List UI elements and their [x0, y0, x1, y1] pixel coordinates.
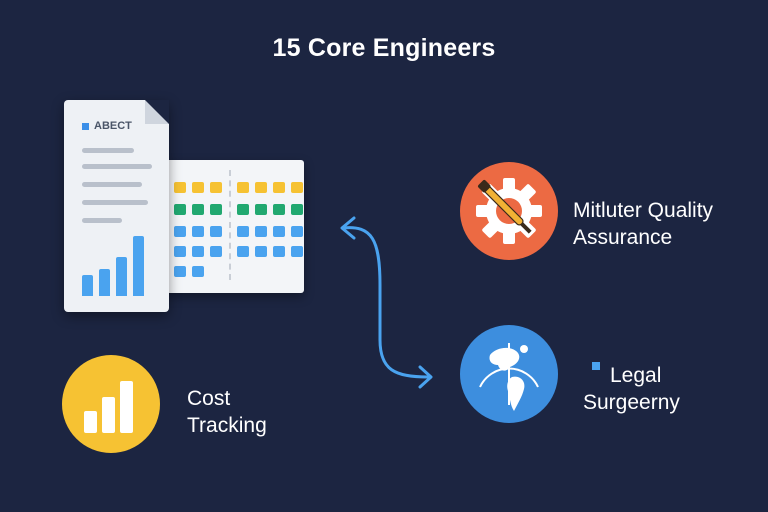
spreadsheet-cell — [174, 246, 186, 257]
spreadsheet-cell — [255, 246, 267, 257]
spreadsheet-cell — [210, 182, 222, 193]
spreadsheet-cell — [255, 226, 267, 237]
page-title: 15 Core Engineers — [272, 34, 496, 62]
spreadsheet-cell — [273, 226, 285, 237]
gear-wrench-icon — [476, 178, 542, 244]
document-label: ABECT — [82, 120, 132, 132]
legal-node — [460, 325, 558, 423]
spreadsheet-cell — [174, 266, 186, 277]
spreadsheet-cell — [210, 204, 222, 215]
spreadsheet-cell — [237, 246, 249, 257]
document-illustration: ABECT — [60, 100, 310, 320]
spreadsheet-cell — [192, 226, 204, 237]
spreadsheet-cell — [255, 182, 267, 193]
spreadsheet-cell — [210, 226, 222, 237]
quality-assurance-node — [460, 162, 558, 260]
spreadsheet-cell — [291, 204, 303, 215]
quality-assurance-label: Mitluter Quality Assurance — [573, 199, 714, 249]
spreadsheet-cell — [291, 246, 303, 257]
spreadsheet-cell — [192, 182, 204, 193]
cost-tracking-label: Cost Tracking — [187, 387, 267, 437]
spreadsheet-cell — [255, 204, 267, 215]
document-icon: ABECT — [64, 100, 169, 312]
legal-bullet — [592, 362, 600, 370]
document-chart-bar — [99, 269, 110, 296]
spreadsheet-cell — [192, 204, 204, 215]
document-chart-bar — [116, 257, 127, 296]
spreadsheet-cell — [291, 226, 303, 237]
spreadsheet-cell — [192, 266, 204, 277]
spreadsheet-cell — [174, 204, 186, 215]
cost-tracking-node — [62, 355, 160, 453]
legal-label: Legal Surgeerny — [583, 364, 680, 414]
spreadsheet-cell — [237, 182, 249, 193]
globe-icon — [479, 343, 539, 411]
spreadsheet-cell — [174, 226, 186, 237]
spreadsheet-cell — [291, 182, 303, 193]
bar-chart-icon — [84, 381, 133, 433]
spreadsheet-cell — [273, 182, 285, 193]
spreadsheet-cell — [237, 204, 249, 215]
spreadsheet-cell — [192, 246, 204, 257]
document-chart-bar — [82, 275, 93, 296]
spreadsheet-cell — [237, 226, 249, 237]
spreadsheet-cell — [273, 204, 285, 215]
document-chart-bar — [133, 236, 144, 296]
spreadsheet-cell — [210, 246, 222, 257]
spreadsheet — [164, 160, 304, 293]
spreadsheet-cell — [273, 246, 285, 257]
spreadsheet-cell — [174, 182, 186, 193]
